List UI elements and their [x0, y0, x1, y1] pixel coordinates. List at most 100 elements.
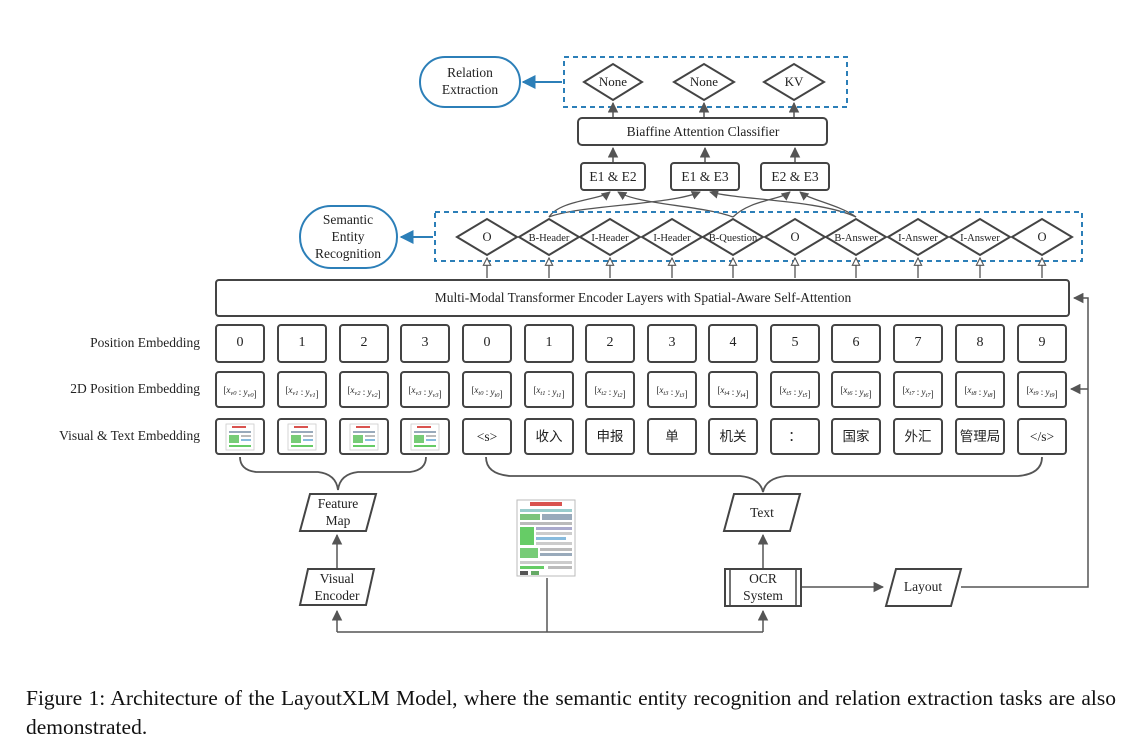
feature-map-label-1: Feature — [318, 496, 358, 511]
feature-map-label-2: Map — [326, 513, 351, 528]
embedding-cells: 0[xv0 : yv0]1[xv1 : yv1]2[xv2 : yv2]3[xv… — [215, 324, 1067, 455]
ser-tag-diamond — [824, 217, 888, 257]
visual-brace — [239, 456, 427, 491]
text-2d-value: [xt7 : yt7] — [902, 385, 933, 399]
ser-label-1: Semantic — [323, 212, 373, 227]
feature-map-node — [298, 493, 378, 532]
visual-encoder-node — [298, 568, 376, 606]
text-node-label: Text — [750, 505, 774, 520]
row-label-position: Position Embedding — [90, 335, 200, 350]
relation-extraction-label-2: Extraction — [442, 82, 498, 97]
text-token-cell — [770, 418, 820, 455]
ser-tag-diamond — [948, 217, 1012, 257]
text-token-cell — [462, 418, 512, 455]
text-2d-cell — [462, 371, 512, 408]
visual-encoder-label-1: Visual — [320, 571, 355, 586]
transformer-encoder-box — [215, 279, 1070, 317]
row-label-2d-position: 2D Position Embedding — [70, 381, 200, 396]
text-position-cell — [955, 324, 1005, 363]
document-image — [516, 499, 576, 577]
ser-tag-label: I-Answer — [898, 233, 938, 244]
ser-tag-label: O — [482, 230, 491, 244]
text-position-value: 0 — [484, 335, 491, 350]
text-token-value: 国家 — [843, 428, 871, 444]
text-position-value: 6 — [853, 335, 860, 350]
biaffine-classifier-box — [577, 117, 828, 146]
text-position-cell — [585, 324, 635, 363]
visual-encoder-label-2: Encoder — [315, 588, 360, 603]
layout-label: Layout — [904, 579, 942, 594]
text-position-cell — [647, 324, 697, 363]
text-position-value: 3 — [669, 335, 676, 350]
visual-position-cell — [215, 324, 265, 363]
transformer-encoder-label: Multi-Modal Transformer Encoder Layers w… — [435, 290, 852, 305]
ser-tag-label: I-Answer — [960, 233, 1000, 244]
text-2d-value: [xt1 : yt1] — [533, 385, 564, 399]
row-label-visual-text: Visual & Text Embedding — [59, 428, 200, 443]
ser-tag-diamond — [578, 217, 642, 257]
text-token-cell — [708, 418, 758, 455]
re-label-diamond-3 — [762, 62, 826, 102]
re-label-diamond-2 — [672, 62, 736, 102]
architecture-diagram: Relation Extraction None None KV Biaffin… — [59, 56, 1089, 633]
visual-position-value: 1 — [299, 335, 306, 350]
ser-tag-diamond — [701, 217, 765, 257]
relation-extraction-label-1: Relation — [447, 65, 493, 80]
visual-2d-cell — [215, 371, 265, 408]
text-2d-value: [xt4 : yt4] — [717, 385, 748, 399]
visual-position-cell — [400, 324, 450, 363]
text-token-value: </s> — [1030, 429, 1054, 444]
text-token-value: ： — [788, 429, 802, 444]
text-token-value: <s> — [477, 429, 497, 444]
text-token-cell — [893, 418, 943, 455]
text-node — [722, 493, 802, 532]
re-label-diamond-1 — [582, 62, 644, 102]
pair-box-2 — [670, 162, 740, 191]
text-2d-value: [xt9 : yt9] — [1026, 385, 1057, 399]
biaffine-classifier-label: Biaffine Attention Classifier — [627, 124, 780, 139]
pair-label-1: E1 & E2 — [589, 169, 636, 184]
text-token-cell — [585, 418, 635, 455]
text-position-value: 7 — [915, 335, 922, 350]
text-position-cell — [831, 324, 881, 363]
text-position-cell — [524, 324, 574, 363]
visual-2d-value: [xv0 : yv0] — [223, 385, 256, 399]
text-2d-cell — [585, 371, 635, 408]
text-token-value: 机关 — [720, 429, 747, 444]
text-2d-cell — [647, 371, 697, 408]
ser-dashed-box — [434, 211, 1083, 262]
visual-2d-cell — [277, 371, 327, 408]
text-token-cell — [524, 418, 574, 455]
ser-tag-diamond — [1010, 217, 1074, 257]
visual-position-cell — [277, 324, 327, 363]
ser-tag-label: B-Header — [529, 233, 570, 244]
ocr-system-label-2: System — [743, 588, 783, 603]
visual-2d-cell — [400, 371, 450, 408]
text-token-value: 单 — [665, 429, 679, 444]
relation-extraction-group: Relation Extraction None None KV Biaffin… — [419, 56, 857, 218]
re-label-text-1: None — [599, 74, 627, 89]
text-2d-cell — [831, 371, 881, 408]
text-2d-cell — [708, 371, 758, 408]
text-position-cell — [893, 324, 943, 363]
relation-extraction-node — [419, 56, 521, 108]
text-position-value: 5 — [792, 335, 799, 350]
ser-node — [299, 205, 398, 269]
text-2d-value: [xt0 : yt0] — [471, 385, 502, 399]
layout-feedback-lines — [961, 292, 1089, 588]
visual-position-value: 0 — [237, 335, 244, 350]
text-position-cell — [462, 324, 512, 363]
text-2d-value: [xt2 : yt2] — [594, 385, 625, 399]
ocr-system-label-1: OCR — [749, 571, 777, 586]
text-2d-value: [xt3 : yt3] — [656, 385, 687, 399]
pair-box-1 — [580, 162, 646, 191]
text-token-cell — [955, 418, 1005, 455]
ser-tag-diamond — [455, 217, 519, 257]
visual-position-value: 3 — [422, 335, 429, 350]
text-2d-value: [xt5 : yt5] — [779, 385, 810, 399]
text-token-value: 管理局 — [960, 429, 1001, 444]
re-dashed-box — [563, 56, 848, 108]
pair-box-3 — [760, 162, 830, 191]
